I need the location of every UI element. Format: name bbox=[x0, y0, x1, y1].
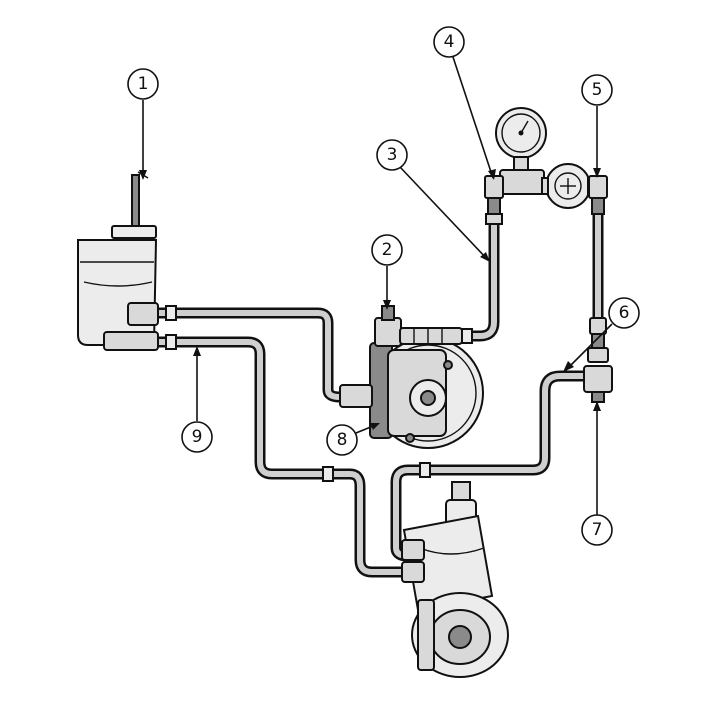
svg-text:3: 3 bbox=[387, 145, 398, 165]
pressure-gauge-assembly bbox=[484, 107, 608, 225]
svg-text:4: 4 bbox=[444, 32, 455, 52]
callout-7: 7 bbox=[581, 514, 613, 546]
leader-lines bbox=[139, 56, 613, 515]
callout-1: 1 bbox=[127, 68, 159, 100]
svg-text:6: 6 bbox=[619, 303, 630, 323]
callout-8: 8 bbox=[326, 424, 358, 456]
adapter-fitting bbox=[583, 317, 613, 403]
power-steering-pump bbox=[339, 305, 484, 449]
callout-3: 3 bbox=[376, 139, 408, 171]
hose-network bbox=[152, 199, 604, 578]
svg-text:2: 2 bbox=[382, 240, 393, 260]
callout-4: 4 bbox=[433, 26, 465, 58]
svg-text:1: 1 bbox=[138, 74, 149, 94]
callout-5: 5 bbox=[581, 74, 613, 106]
svg-text:5: 5 bbox=[592, 80, 603, 100]
svg-text:7: 7 bbox=[592, 520, 603, 540]
pressure-hose bbox=[456, 204, 500, 342]
callout-2: 2 bbox=[371, 234, 403, 266]
callout-9: 9 bbox=[181, 421, 213, 453]
callout-6: 6 bbox=[608, 297, 640, 329]
supply-hose bbox=[152, 307, 346, 403]
svg-text:8: 8 bbox=[337, 430, 348, 450]
return-hose bbox=[152, 336, 410, 578]
svg-text:9: 9 bbox=[192, 427, 203, 447]
steering-gear bbox=[401, 481, 509, 678]
reservoir bbox=[77, 171, 159, 351]
